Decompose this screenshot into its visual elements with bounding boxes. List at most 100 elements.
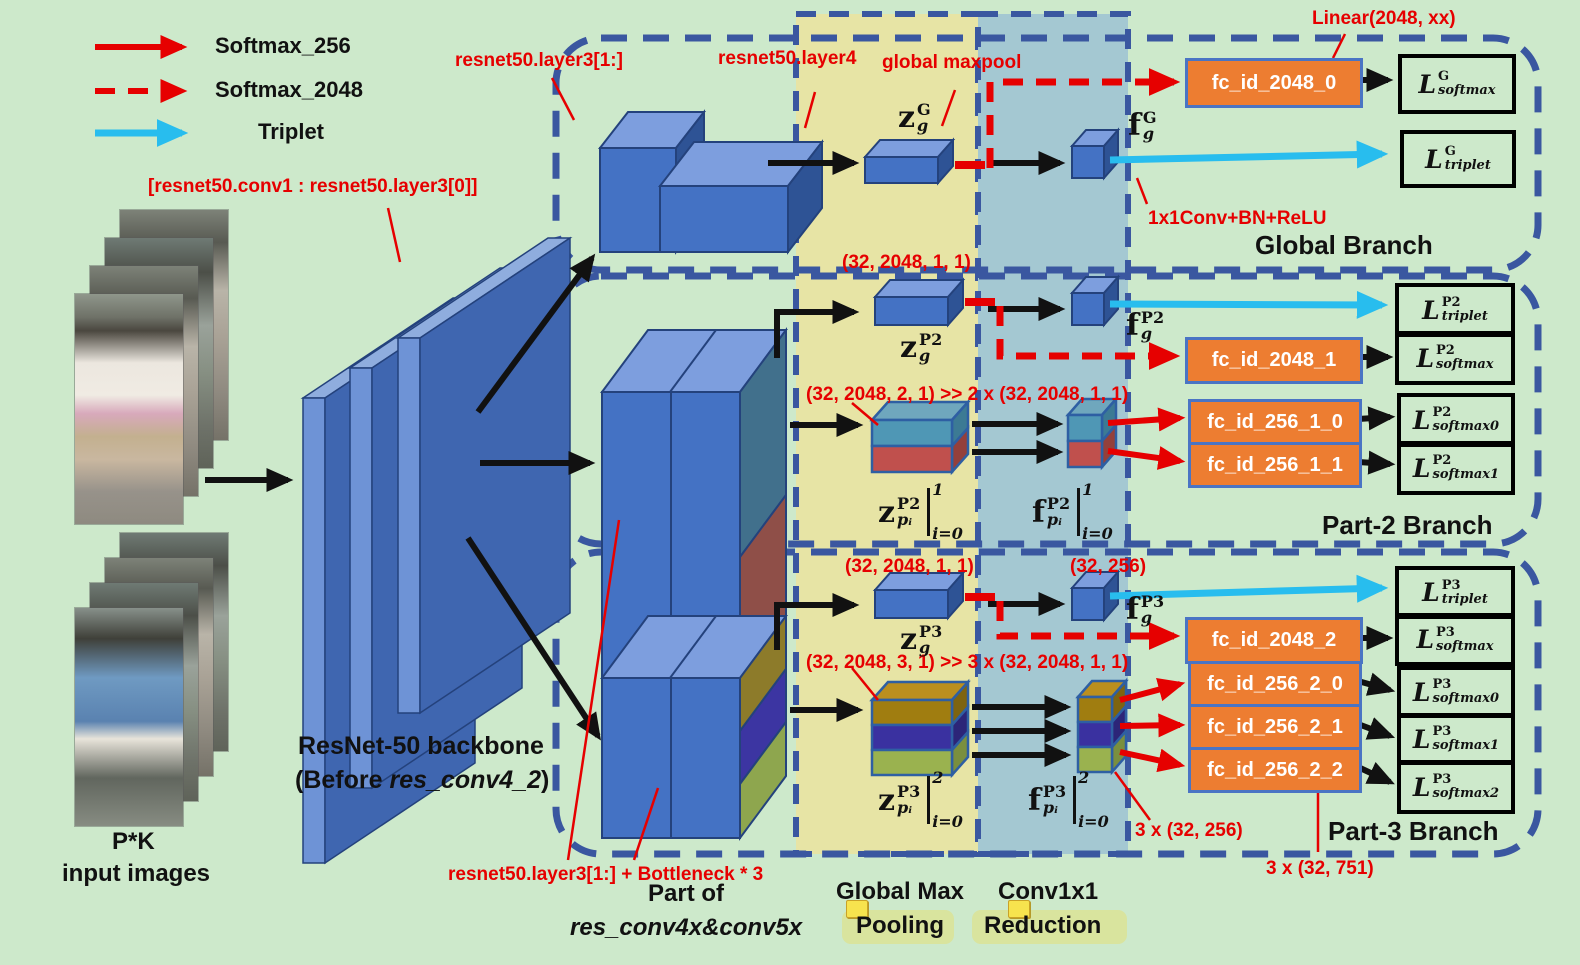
arrow-fc7-to-loss [1356,761,1395,785]
res-conv4x-label: res_conv4x&conv5x [570,914,803,941]
math-bar-sub: i=0 [932,524,963,543]
reduction-highlight [972,910,1127,944]
zg-part2-bar [872,277,966,328]
loss-sub: triplet [1444,158,1491,173]
loss-sup: P2 [1436,343,1455,359]
annotation-linear: Linear(2048, xx) [1312,8,1456,29]
loss-base: L [1422,578,1440,607]
math-sup: P2 [897,494,921,513]
fp-part2-striped-cube [1065,395,1119,471]
global-branch-outline [552,34,1542,274]
part2-branch-label: Part-2 Branch [1322,510,1493,540]
softmax256-arrows [1107,407,1186,773]
arrow-red-p3-0 [1119,677,1186,703]
annotation-p2-gshape: (32, 2048, 1, 1) [842,252,971,273]
part3-branch-label: Part-3 Branch [1328,816,1499,846]
math-base: z [878,782,896,818]
zg-global-bar [862,137,956,186]
part2-branch-outline [552,272,1542,548]
math-base: z [900,330,918,365]
fc-id-256-2-1-box: fc_id_256_2_1 [1188,704,1362,750]
backbone-title: ResNet-50 backbone [298,732,544,760]
math-bar-sup: 1 [1082,480,1094,499]
arrow-fc3-to-loss [1357,450,1396,475]
arrow-red-p2-0 [1107,407,1186,432]
math-sup: P3 [919,621,943,641]
math-sup: P3 [1140,591,1165,611]
loss-sub: triplet [1441,309,1488,324]
fc-id-2048-2-box: fc_id_2048_2 [1185,617,1363,664]
annotation-layer3: resnet50.layer3[1:] [455,50,623,71]
math-bar-sup: 1 [932,480,944,499]
zg-part3-bar [872,570,966,621]
loss-sub: softmax2 [1432,786,1500,801]
loss-base: L [1412,772,1431,802]
annotation-p3-gshape: (32, 2048, 1, 1) [845,556,974,577]
loss-sup: P3 [1432,772,1452,788]
loss-sub: softmax1 [1432,467,1500,482]
leader-layer4 [803,91,817,129]
loss-sup: G [1438,69,1450,85]
math-bar-sub: i=0 [1078,812,1109,831]
leader-bottleneck-2 [632,787,660,861]
arrow-backbone-to-global [475,253,596,414]
math-sup: P2 [1140,307,1165,327]
loss-sup: P3 [1436,624,1455,640]
legend-label-softmax2048: Softmax_2048 [215,77,363,102]
math-base: f [1128,108,1141,143]
backbone-subtitle-italic: res_conv4_2 [389,766,541,794]
loss-sub: softmax1 [1432,738,1500,753]
loss-base: L [1412,453,1431,483]
fg-part2-cube [1069,274,1121,328]
loss-sup: P3 [1432,677,1452,693]
loss-sub: softmax0 [1432,691,1500,706]
loss-base: L [1412,724,1431,754]
annotation-p3-fcshape: 3 x (32, 751) [1266,858,1374,879]
annotation-p3-fsmall: (32, 256) [1070,556,1147,577]
math-sup: P3 [897,782,921,801]
legend-label-triplet: Triplet [258,119,325,144]
loss-sup: G [1444,144,1456,160]
math-sup: G [1142,107,1157,127]
leader-linear [1331,33,1347,59]
loss-base: L [1422,295,1440,325]
loss-sup: P3 [1432,724,1452,740]
annotation-bottleneck: resnet50.layer3[1:] + Bottleneck * 3 [448,864,764,885]
math-bar-sup: 2 [1078,768,1090,787]
arrow-part3-to-zg [774,593,860,650]
math-eval-bar [1073,776,1077,824]
part3-branch-outline [552,548,1542,858]
red-dashed-part2 [996,306,1181,370]
leader-maxpool [940,89,957,127]
legend-arrows [95,35,189,147]
math-sup: G [917,99,931,119]
math-bar-sub: i=0 [932,812,963,831]
zp-part2-striped-box [869,398,971,476]
arrow-fc6-to-loss [1356,717,1396,740]
annotation-layer4: resnet50.layer4 [718,48,857,69]
reduction-label: Reduction [984,912,1102,939]
arrow-triplet-global [1109,140,1389,169]
math-bar-sub: i=0 [1082,524,1113,543]
math-base: z [878,494,896,530]
loss-sub: softmax [1436,638,1494,654]
arrow-fc5-to-loss [1357,672,1396,696]
layer4-block [657,139,825,255]
math-sub: pᵢ [1046,510,1062,529]
math-base: z [898,100,916,135]
global-branch-label: Global Branch [1255,230,1433,260]
fc-id-2048-0-box: fc_id_2048_0 [1185,58,1363,108]
arrow-part2-to-zg [774,300,860,358]
arrow-red-p3-2 [1119,748,1186,773]
